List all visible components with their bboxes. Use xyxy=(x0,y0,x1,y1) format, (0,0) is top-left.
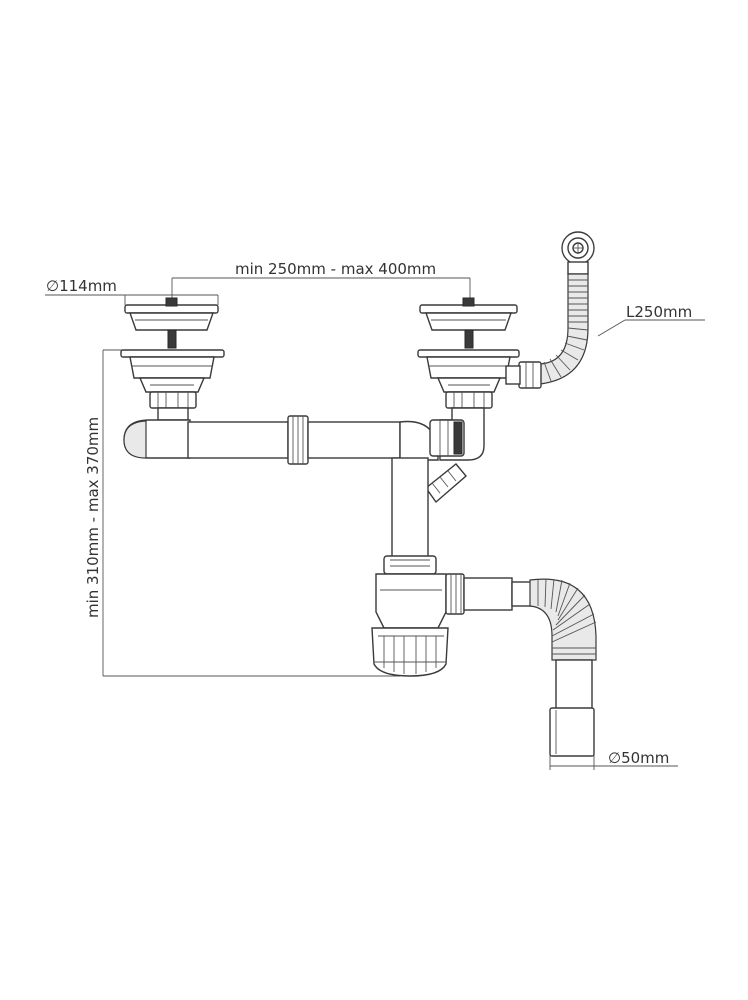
overflow-assembly xyxy=(505,231,595,389)
bottle-trap xyxy=(371,573,449,677)
spacing-label: min 250mm - max 400mm xyxy=(235,260,436,278)
overflow-length-label: L250mm xyxy=(626,303,692,321)
outlet-hose xyxy=(529,578,597,661)
outlet-diameter-label: ∅50mm xyxy=(608,749,669,767)
side-inlet xyxy=(425,463,467,504)
strainer-diameter-label: ∅114mm xyxy=(46,277,117,295)
connecting-pipe xyxy=(123,415,439,465)
left-strainer xyxy=(120,297,225,421)
outlet-assembly xyxy=(445,573,597,757)
vertical-pipe xyxy=(383,457,437,575)
height-range-label: min 310mm - max 370mm xyxy=(84,417,102,618)
overflow-hose xyxy=(539,273,589,385)
right-strainer xyxy=(417,297,520,409)
right-elbow xyxy=(429,407,485,461)
trap-cap-ribs xyxy=(374,635,446,674)
